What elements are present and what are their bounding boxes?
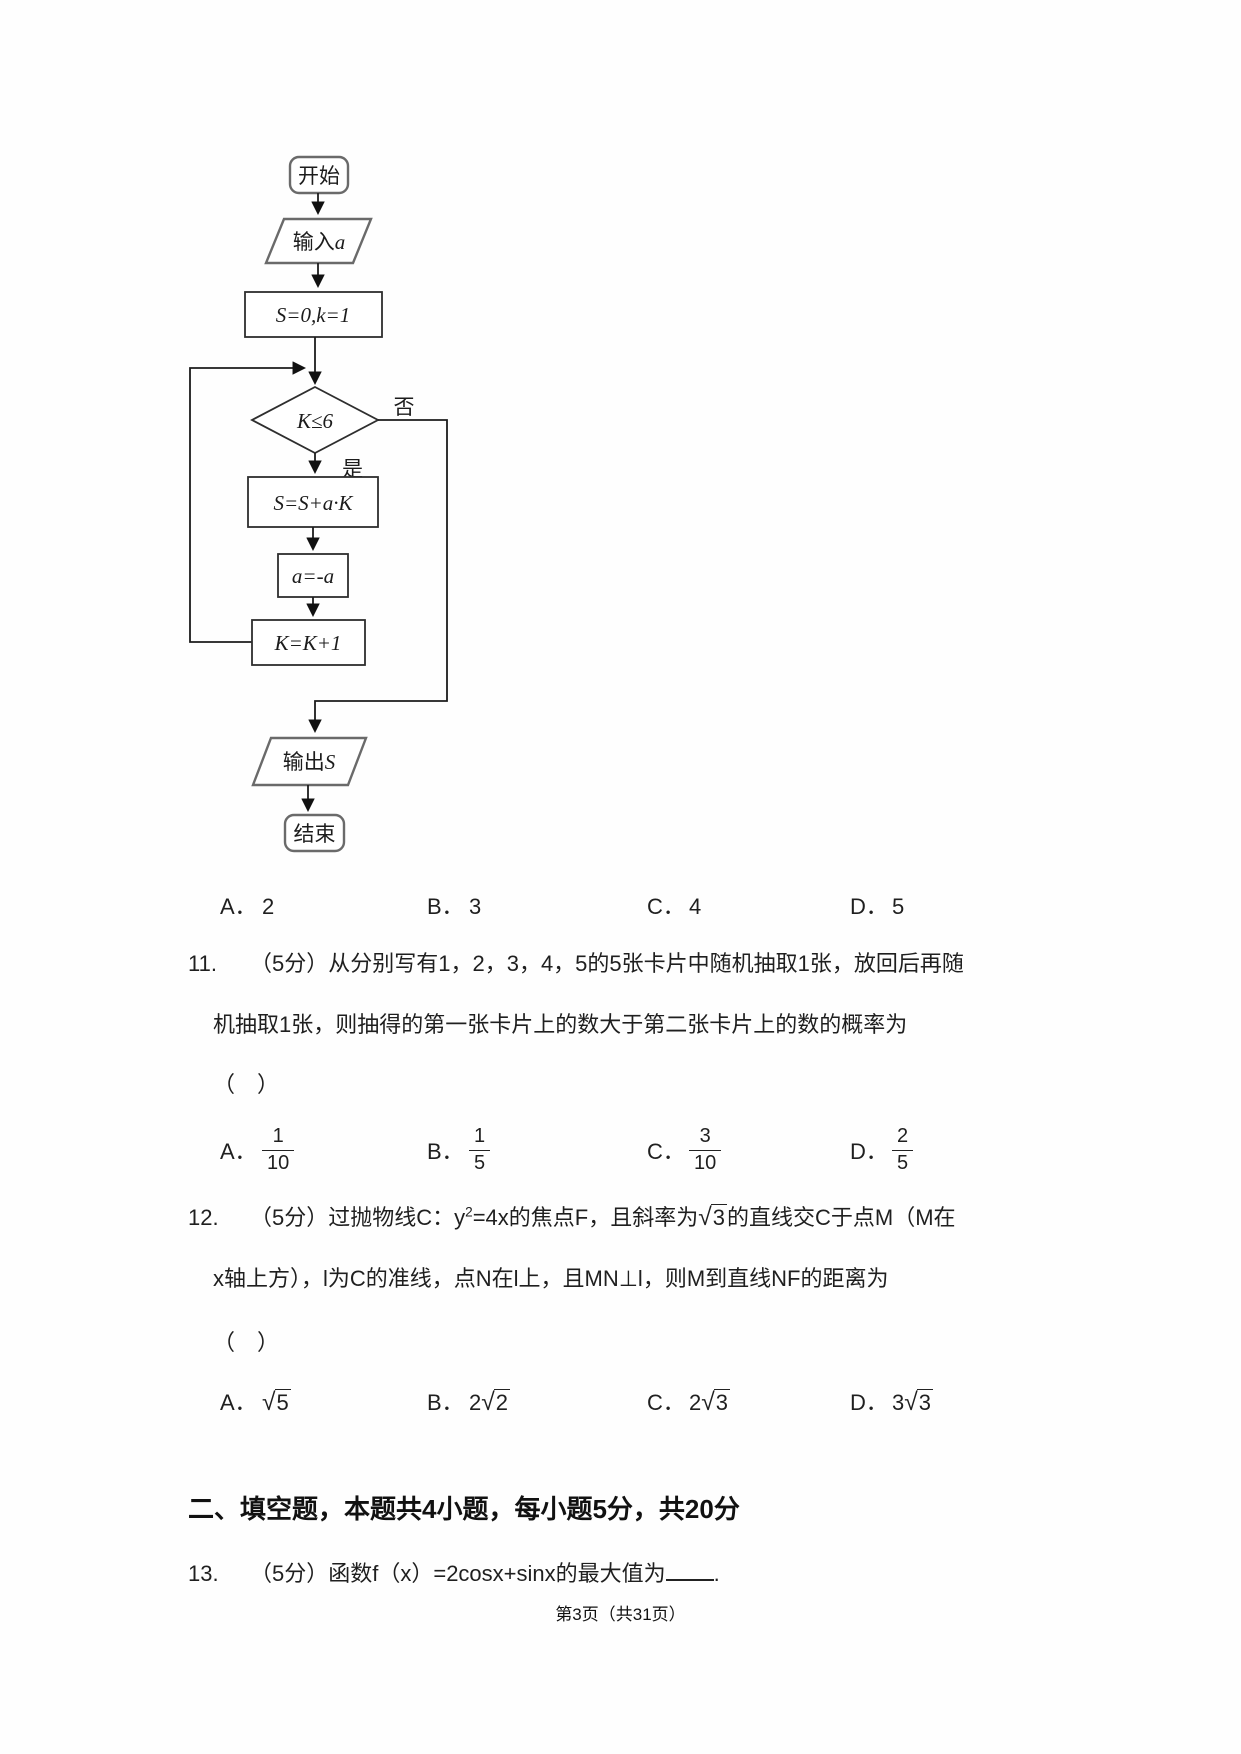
coefficient: 3 [892,1390,905,1415]
paren-blank: （ ） [213,1072,280,1097]
q10-option-d: D．5 [850,889,904,921]
fraction-numerator: 1 [272,1125,284,1147]
fraction-denominator: 10 [262,1150,295,1175]
option-label: C． [647,894,685,919]
input-node [264,217,373,265]
paren-blank: （ ） [213,1330,280,1355]
coefficient: 2 [689,1390,702,1415]
decision-node-label: K≤6 [296,409,334,433]
fraction-numerator: 2 [897,1125,909,1147]
increment-node [251,619,366,666]
q12-text-1a: （5分）过抛物线C：y [250,1205,466,1230]
q12-option-a: A．√5 [220,1385,291,1417]
option-label: C． [647,1138,685,1164]
start-node [288,155,350,195]
init-node-label: S=0,k=1 [276,303,350,327]
section-2-header: 二、填空题，本题共4小题，每小题5分，共20分 [188,1494,740,1524]
q13-line1: 13. （5分）函数f（x）=2cosx+sinx的最大值为. [188,1556,720,1587]
q10-option-c: C．4 [647,889,701,921]
q12-option-d: D．3√3 [850,1385,934,1417]
option-label: A． [220,1390,257,1415]
option-label: D． [850,1390,888,1415]
q10-option-b: B．3 [427,889,481,921]
fraction-numerator: 1 [474,1125,486,1147]
q11-text-1: （5分）从分别写有1，2，3，4，5的5张卡片中随机抽取1张，放回后再随 [250,951,964,976]
no-branch-line [308,419,448,734]
q12-option-b: B．2√2 [427,1385,511,1417]
q11-text-2: 机抽取1张，则抽得的第一张卡片上的数大于第二张卡片上的数的概率为 [213,1012,908,1037]
q12-answer-paren: （ ） [213,1330,279,1356]
sqrt-icon: √ [904,1389,918,1416]
option-label: A． [220,894,257,919]
negate-node-label: a=-a [292,564,334,588]
yes-branch-label: 是 [342,458,363,481]
option-label: B． [427,1390,464,1415]
option-label: D． [850,1138,888,1164]
option-label: C． [647,1390,685,1415]
option-label: A． [220,1138,257,1164]
fraction-denominator: 5 [892,1150,914,1175]
sqrt-icon: √ [701,1389,715,1416]
radicand: 5 [274,1389,291,1415]
fraction-denominator: 10 [689,1150,722,1175]
option-label: D． [850,894,888,919]
radicand: 3 [713,1389,731,1415]
q12-text-2: x轴上方），l为C的准线，点N在l上，且MN⊥l，则M到直线NF的距离为 [213,1266,889,1291]
q12-text-1b: =4x的焦点F，且斜率为 [472,1205,699,1230]
sqrt-icon: √ [698,1204,712,1231]
output-node-label: 输出S [283,750,336,774]
q12-number: 12. [188,1205,219,1230]
option-value: 4 [689,894,702,919]
fill-in-blank [665,1556,714,1582]
negate-node [277,553,349,598]
q12-line1: 12. （5分）过抛物线C：y2=4x的焦点F，且斜率为√3的直线交C于点M（M在 [188,1203,956,1233]
program-flowchart: 开始 输入a S=0,k=1 K≤6 否 是 S=S+a·K a=-a [189,155,448,853]
q11-answer-paren: （ ） [213,1072,279,1098]
q11-line2: 机抽取1张，则抽得的第一张卡片上的数大于第二张卡片上的数的概率为 [213,1012,907,1038]
fraction-denominator: 5 [469,1150,491,1175]
option-value: 3 [469,894,482,919]
q13-period: . [713,1561,720,1587]
radicand: 2 [493,1389,511,1415]
end-node-label: 结束 [294,823,336,846]
no-branch-label: 否 [394,396,415,419]
option-value: 2 [262,894,275,919]
q10-option-a: A．2 [220,889,274,921]
exponent: 2 [465,1204,473,1220]
q13-number: 13. [188,1561,219,1587]
q11-number: 11. [188,951,217,976]
increment-node-label: K=K+1 [274,631,342,655]
fraction-numerator: 3 [699,1125,711,1147]
init-node [244,291,383,338]
output-node [251,736,368,787]
start-node-label: 开始 [298,165,340,188]
input-node-label: 输入a [293,230,346,254]
option-label: B． [427,1138,464,1164]
q11-line1: 11. （5分）从分别写有1，2，3，4，5的5张卡片中随机抽取1张，放回后再随 [188,951,964,977]
end-node [283,813,346,853]
q12-line2: x轴上方），l为C的准线，点N在l上，且MN⊥l，则M到直线NF的距离为 [213,1266,888,1292]
coefficient: 2 [469,1390,482,1415]
assign-node-label: S=S+a·K [273,491,353,515]
q13-text: （5分）函数f（x）=2cosx+sinx的最大值为 [250,1561,666,1587]
page-footer: 第3页（共31页） [555,1605,686,1624]
sqrt-icon: √ [481,1389,495,1416]
radicand: 3 [916,1389,934,1415]
option-label: B． [427,894,464,919]
loop-return-line [189,361,307,643]
sqrt-icon: √ [262,1389,276,1416]
radicand: 3 [710,1204,727,1230]
q12-text-1c: 的直线交C于点M（M在 [727,1205,956,1230]
option-value: 5 [892,894,905,919]
q12-option-c: C．2√3 [647,1385,731,1417]
